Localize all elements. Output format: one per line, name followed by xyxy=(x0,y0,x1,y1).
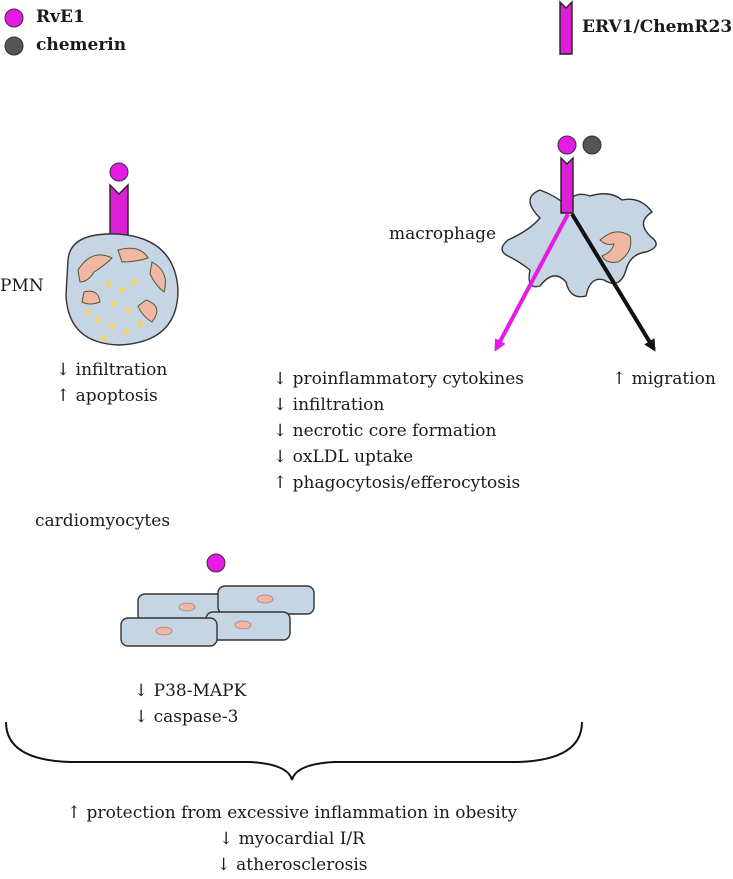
pmn-effects: ↓ infiltration ↑ apoptosis xyxy=(56,357,167,409)
macrophage-effects: ↓ proinflammatory cytokines ↓ infiltrati… xyxy=(273,366,524,496)
legend-rve1-dot xyxy=(4,8,24,28)
outcome-item: ↑ protection from excessive inflammation… xyxy=(66,803,518,823)
legend-chemerin-dot xyxy=(4,36,24,56)
macrophage-effect-item: ↓ necrotic core formation xyxy=(273,421,497,441)
pmn-label: PMN xyxy=(0,276,44,296)
cardiomyocyte-effect-item: ↓ P38-MAPK xyxy=(134,681,247,701)
pmn-cell xyxy=(65,162,179,346)
legend-chemerin-label: chemerin xyxy=(36,35,127,55)
macrophage-label: macrophage xyxy=(389,224,497,244)
legend-rve1-label: RvE1 xyxy=(36,7,85,27)
legend-receptor-label: ERV1/ChemR23 xyxy=(582,17,733,37)
macrophage-cell xyxy=(501,135,657,298)
outcome-item: ↓ myocardial I/R xyxy=(219,829,365,849)
outcome-item: ↓ atherosclerosis xyxy=(216,855,368,875)
macrophage-effect-item: ↓ infiltration xyxy=(273,395,385,415)
macrophage-effect-item: ↓ oxLDL uptake xyxy=(273,447,414,467)
cardiomyocyte-effect-item: ↓ caspase-3 xyxy=(134,707,239,727)
summary-brace xyxy=(5,721,583,781)
macrophage-effect-item: ↑ phagocytosis/efferocytosis xyxy=(273,473,521,493)
macrophage-effect-arrow xyxy=(494,213,570,352)
migration-effect: ↑ migration xyxy=(612,369,716,389)
macrophage-effect-item: ↓ proinflammatory cytokines xyxy=(273,369,524,389)
cardiomyocytes-cells xyxy=(120,553,315,647)
pmn-effect-item: ↑ apoptosis xyxy=(56,386,158,406)
cardiomyocyte-effects: ↓ P38-MAPK ↓ caspase-3 xyxy=(134,678,246,730)
cardiomyocytes-label: cardiomyocytes xyxy=(35,511,171,531)
pmn-effect-item: ↓ infiltration xyxy=(56,360,168,380)
migration-arrow xyxy=(570,212,656,352)
outcomes: ↑ protection from excessive inflammation… xyxy=(0,800,584,878)
legend-receptor-icon xyxy=(559,0,573,55)
